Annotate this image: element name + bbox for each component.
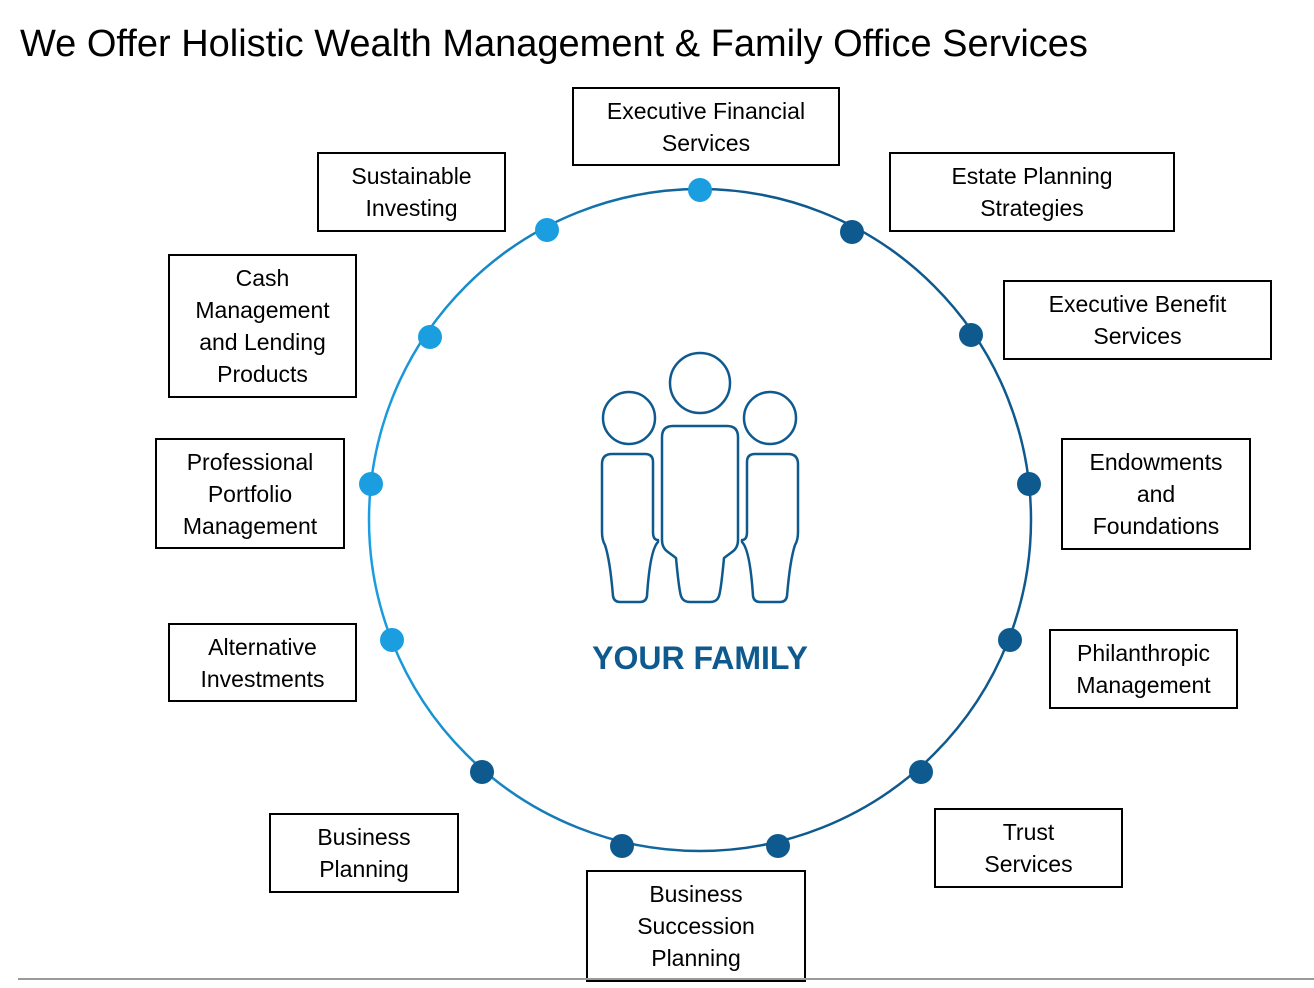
service-box-business-planning: Business Planning <box>269 813 459 893</box>
service-box-estate-planning: Estate Planning Strategies <box>889 152 1175 232</box>
node-dot-business-planning <box>470 760 494 784</box>
service-box-sustainable: Sustainable Investing <box>317 152 506 232</box>
node-dot-estate-planning <box>840 220 864 244</box>
node-dot-executive-benefit <box>959 323 983 347</box>
service-box-executive-benefit: Executive Benefit Services <box>1003 280 1272 360</box>
page-title: We Offer Holistic Wealth Management & Fa… <box>20 23 1088 65</box>
family-icon <box>600 351 800 604</box>
service-box-cash: Cash Management and Lending Products <box>168 254 357 398</box>
node-dot-alternative <box>380 628 404 652</box>
node-dot-professional <box>359 472 383 496</box>
node-dot-sustainable <box>535 218 559 242</box>
service-box-endowments: Endowments and Foundations <box>1061 438 1251 550</box>
node-dot-philanthropic <box>998 628 1022 652</box>
node-dot-cash <box>418 325 442 349</box>
service-box-executive-financial: Executive Financial Services <box>572 87 840 166</box>
service-box-philanthropic: Philanthropic Management <box>1049 629 1238 709</box>
service-box-alternative: Alternative Investments <box>168 623 357 702</box>
node-dot-endowments <box>1017 472 1041 496</box>
node-dot-business-succession-right <box>766 834 790 858</box>
node-dot-executive-financial <box>688 178 712 202</box>
service-box-business-succession: Business Succession Planning <box>586 870 806 982</box>
node-dot-trust <box>909 760 933 784</box>
service-box-professional: Professional Portfolio Management <box>155 438 345 549</box>
bottom-divider <box>18 978 1314 980</box>
node-dot-business-succession-left <box>610 834 634 858</box>
family-ring <box>367 187 1033 853</box>
center-label: YOUR FAMILY <box>592 640 808 676</box>
service-box-trust: Trust Services <box>934 808 1123 888</box>
